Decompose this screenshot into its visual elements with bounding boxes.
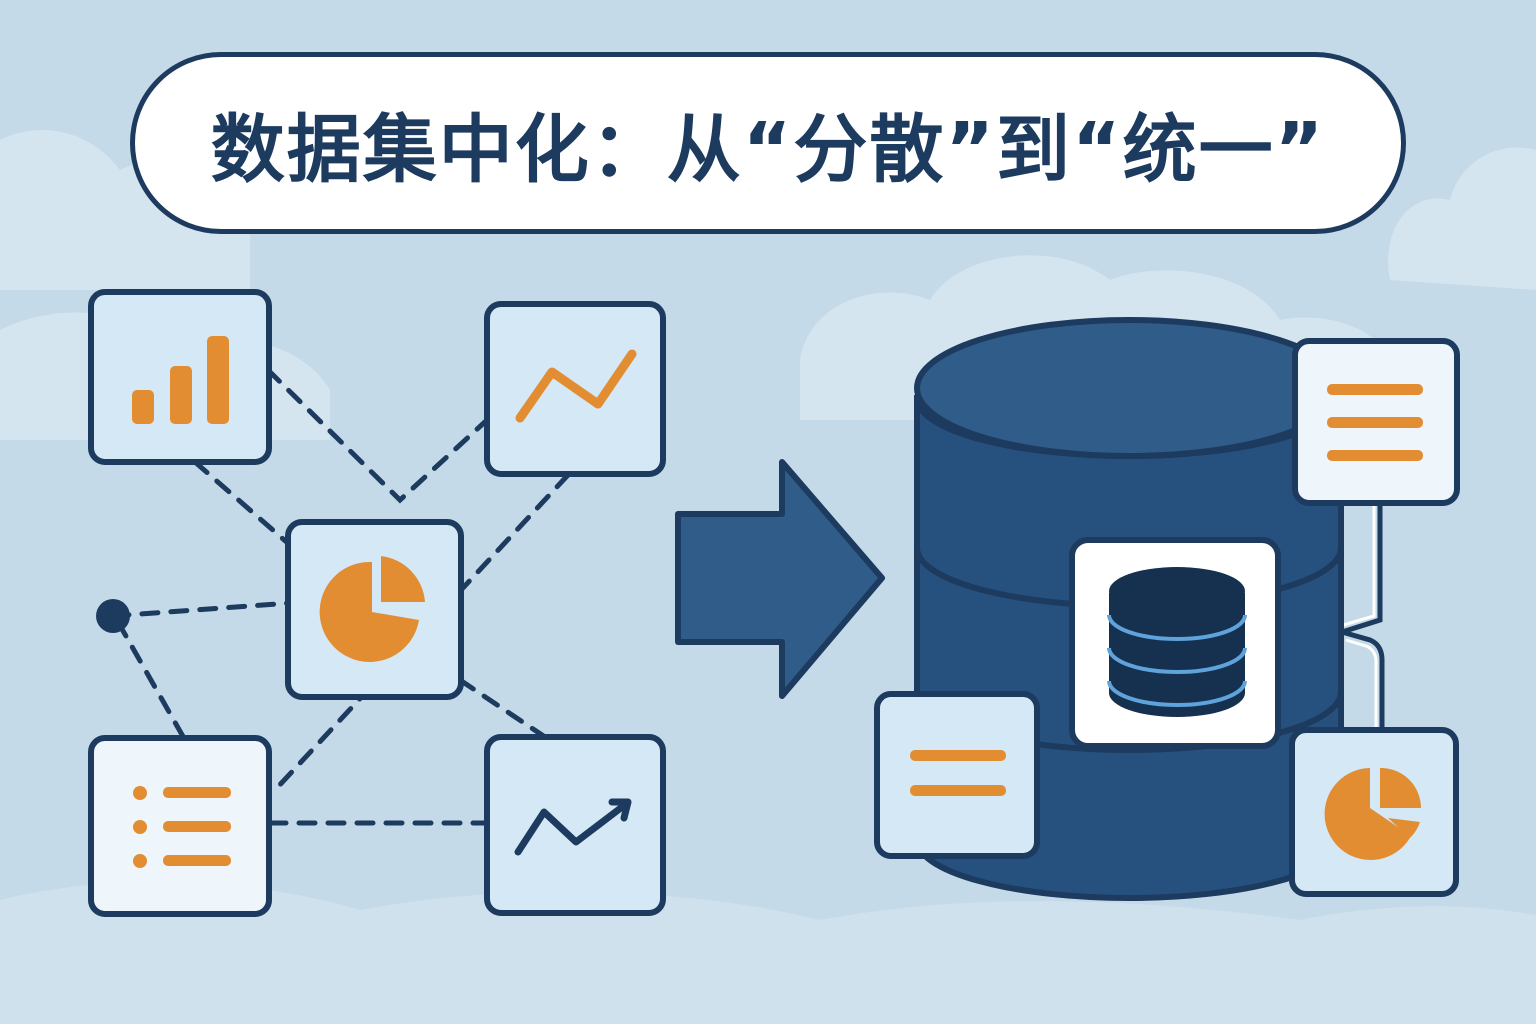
arrow-right-icon [675,459,885,699]
page-title: 数据集中化：从“分散”到“统一” [210,106,1326,193]
trend-chart-icon [514,798,632,856]
connector-dot-to-pie [110,600,293,619]
card-trend-chart [484,734,666,916]
list-icon [133,786,231,868]
pie-chart-icon [1324,767,1421,860]
connection-node [96,599,130,633]
database-connectors [1341,505,1385,730]
scattered-connections [110,367,571,826]
card-text-lines-top [1292,338,1460,506]
text-lines-icon [910,750,1006,796]
line-chart-icon [515,349,637,423]
database-connectors-light [1339,505,1378,730]
pie-chart-icon [319,556,425,662]
connector-bar-to-pie [192,459,293,548]
connector-bar-to-line [265,367,490,504]
card-pie-chart [285,519,464,700]
card-pie-chart-attached [1289,727,1459,897]
connector-dot-to-list [115,619,188,743]
database-card [1069,537,1281,749]
cloud-right [1388,147,1536,290]
cloud-bottom [0,881,1536,1024]
database-icon [1107,567,1247,717]
title-banner: 数据集中化：从“分散”到“统一” [130,52,1406,234]
connector-pie-to-trend [457,677,548,740]
text-lines-icon [1327,384,1423,461]
bar-chart-icon [132,336,229,424]
card-text-lines-left [874,691,1040,859]
card-bar-chart [88,289,272,465]
card-list [88,735,272,917]
card-line-chart [484,301,666,477]
